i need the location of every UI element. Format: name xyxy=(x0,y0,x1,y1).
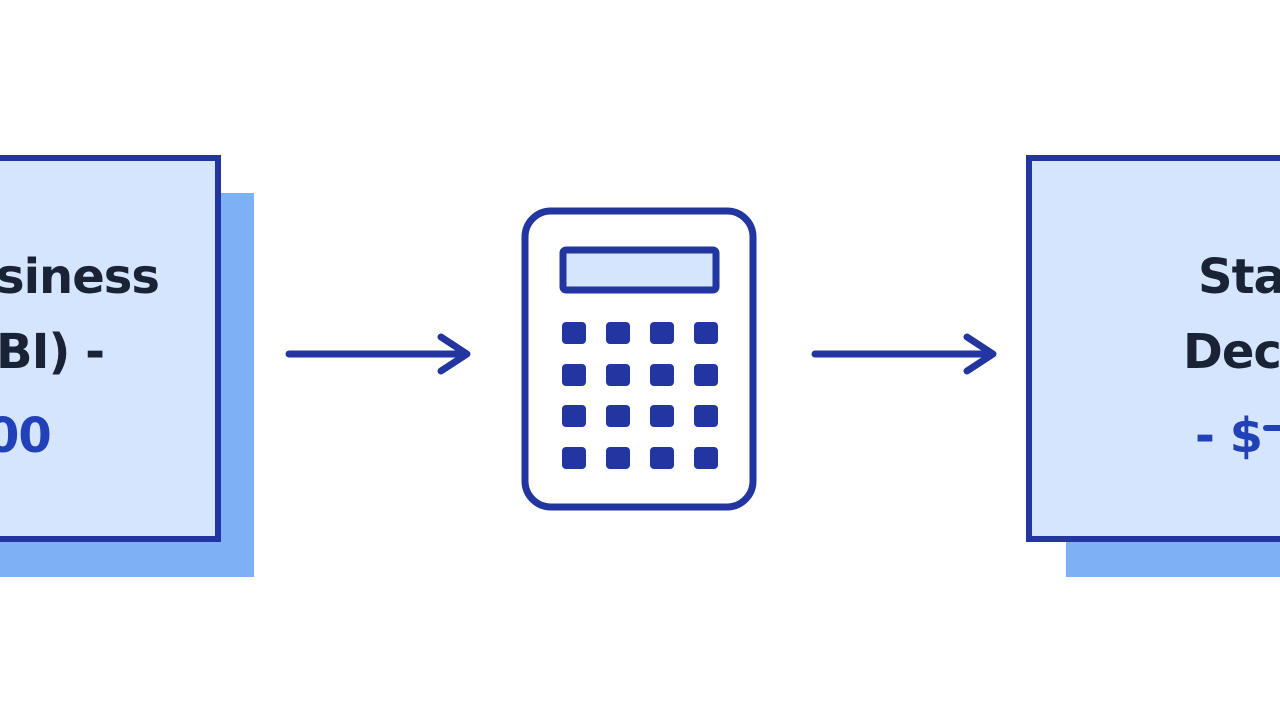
calculator-keypad xyxy=(562,322,718,469)
right-card-line-2: Dec xyxy=(1183,324,1280,380)
left-card-line-1: siness xyxy=(0,249,160,305)
calculator-icon xyxy=(521,207,757,511)
left-card xyxy=(0,155,221,542)
arrow-right-icon xyxy=(285,333,471,375)
arrow-right-icon xyxy=(811,333,997,375)
left-card-line-3: 00 xyxy=(0,408,52,464)
right-card-line-3: - $ xyxy=(1195,408,1263,464)
left-card-line-2: BI) - xyxy=(0,324,105,380)
right-card xyxy=(1026,155,1280,542)
right-card-line-1: Sta xyxy=(1198,249,1280,305)
